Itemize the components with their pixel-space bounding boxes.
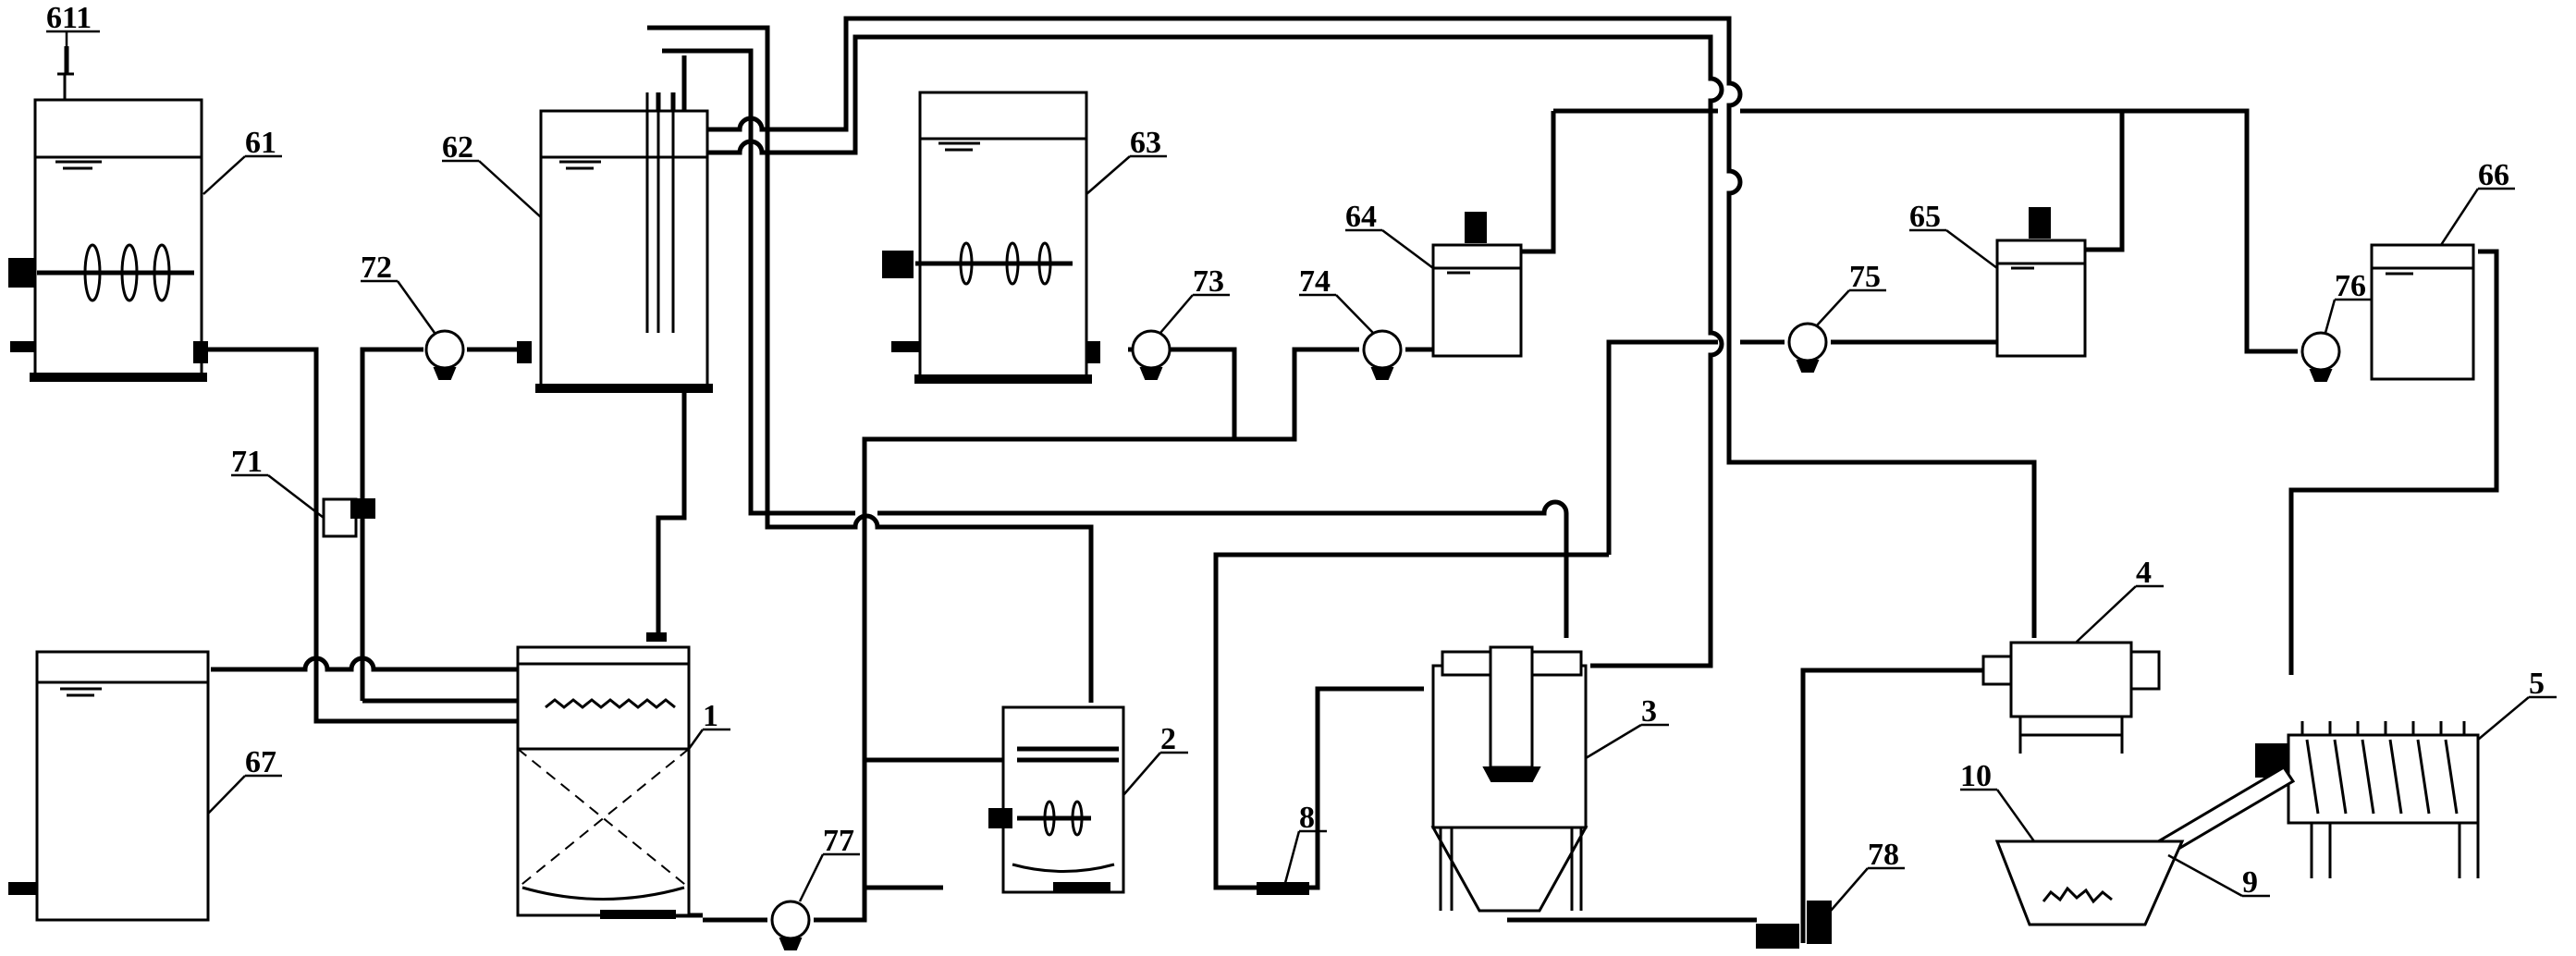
label-72: 72 [361,251,392,285]
label-65: 65 [1909,200,1941,234]
label-71: 71 [231,445,263,479]
tank-67 [8,650,210,922]
label-2: 2 [1160,722,1176,756]
tank-65 [1995,207,2087,358]
valve-71 [322,497,375,538]
label-63: 63 [1130,126,1161,160]
screw-press-5 [2255,721,2480,878]
tank-62 [517,92,713,393]
pump-72 [424,329,465,380]
pump-76 [2300,331,2341,382]
labels: 611 61 62 63 64 65 66 67 71 72 73 7 [46,1,2557,912]
label-4: 4 [2136,556,2152,590]
label-77: 77 [823,824,854,858]
pump-75 [1787,322,1828,373]
tank-61 [8,46,208,382]
pump-78 [1756,901,1832,949]
centrifuge-4 [1981,641,2161,754]
label-64: 64 [1345,200,1377,234]
tank-64 [1431,212,1523,358]
label-1: 1 [703,699,718,733]
label-10: 10 [1960,759,1992,793]
pump-74 [1362,329,1403,380]
reactor-2 [988,705,1125,894]
tank-66 [2370,243,2475,381]
label-5: 5 [2529,667,2545,701]
label-9: 9 [2242,865,2258,900]
label-73: 73 [1193,264,1224,299]
label-611: 611 [46,1,92,35]
label-75: 75 [1849,260,1881,294]
label-61: 61 [245,126,276,160]
label-78: 78 [1868,838,1899,872]
label-76: 76 [2335,269,2366,303]
label-66: 66 [2478,158,2509,192]
sludge-bin-10 [1994,840,2185,926]
reactor-3 [1430,645,1589,913]
label-67: 67 [245,745,276,779]
label-62: 62 [442,130,473,165]
label-74: 74 [1299,264,1331,299]
tank-63 [882,91,1100,384]
label-3: 3 [1641,694,1657,729]
pump-73 [1131,329,1171,380]
label-8: 8 [1299,801,1315,835]
reactor-1 [516,632,691,919]
pump-77 [770,900,811,950]
filter-8 [1257,882,1309,895]
